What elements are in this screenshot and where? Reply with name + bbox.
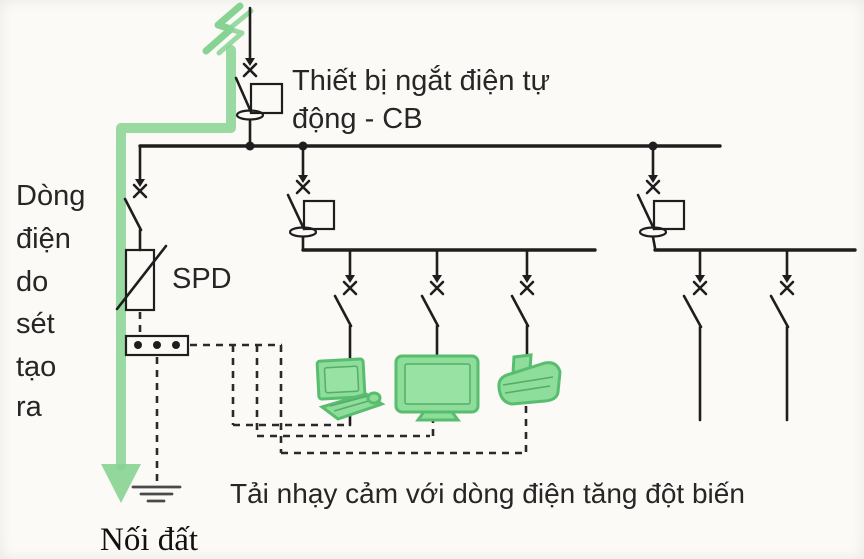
terminal-dot (134, 341, 142, 349)
switch-blade (123, 197, 143, 232)
surge-arrow-head (101, 464, 141, 503)
lightning-icon (202, 2, 254, 56)
cb-title-line1: Thiết bị ngắt điện tự (292, 64, 550, 97)
terminal-dot (153, 341, 161, 349)
surge-current-path (101, 45, 236, 503)
ground-symbol (131, 485, 182, 503)
bonding-terminal-block (124, 334, 190, 357)
breaker-box (249, 82, 284, 115)
right-subpanel-breaker (636, 144, 857, 252)
breaker-blade (636, 193, 656, 231)
surge-label-word-1: Dòng (16, 180, 85, 212)
breaker-box (302, 199, 336, 231)
labels: Thiết bị ngắt điện tự động - CB Dòng điệ… (16, 64, 745, 558)
surge-path-line (116, 45, 236, 471)
surge-label-word-3: do (16, 266, 48, 298)
breaker-box (652, 199, 686, 231)
spd-varistor-stroke (115, 244, 168, 311)
surge-label-word-5: tạo (16, 351, 56, 383)
branch-switch-tv (420, 248, 445, 362)
cb-title-line2: động - CB (292, 103, 423, 135)
spd-symbol (124, 248, 156, 312)
mouse-shape (366, 391, 382, 405)
spd-label: SPD (172, 263, 232, 295)
right-branch-switch-1 (682, 248, 708, 422)
contact-x-mark (242, 62, 258, 78)
tv-icon (394, 354, 480, 422)
computer-icon (315, 357, 386, 421)
terminal-dot (172, 341, 180, 349)
contact-x-mark (645, 179, 661, 195)
main-breaker-cb (234, 6, 284, 148)
main-bus (138, 141, 722, 151)
tv-stand (415, 410, 461, 422)
printer-icon (497, 353, 562, 406)
surge-label-word-6: ra (16, 391, 43, 423)
sensitive-load-label: Tải nhạy cảm với dòng điện tăng đột biến (230, 478, 745, 509)
surge-label-word-2: điện (16, 223, 71, 255)
contact-x-mark (295, 179, 311, 195)
spd-branch (115, 144, 190, 483)
junction-dot (245, 141, 255, 151)
earth-label: Nối đất (100, 522, 198, 558)
bonding-dashed-network (190, 343, 528, 455)
breaker-blade (286, 193, 306, 231)
contact-x-mark (132, 183, 148, 199)
branch-switch-printer (510, 248, 535, 370)
middle-subpanel-breaker (286, 144, 597, 252)
breaker-blade (234, 76, 253, 114)
surge-label-word-4: sét (16, 308, 55, 340)
right-branch-switch-2 (769, 248, 795, 422)
